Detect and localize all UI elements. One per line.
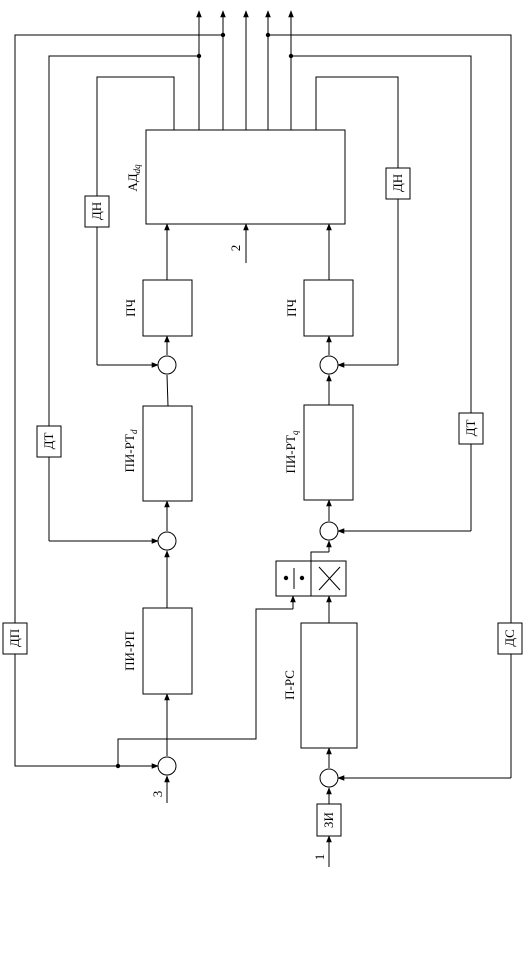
summing-junction [157, 531, 177, 551]
speed-feedback-line [265, 32, 512, 781]
input-3-label: 3 [150, 791, 165, 798]
voltage-sensor-left-label: ДН [89, 202, 104, 220]
current-regulator-q-label: ПИ-РТ [283, 435, 298, 473]
summing-junction [157, 756, 177, 776]
voltage-q-feedback-line [315, 76, 399, 368]
converter-d-label: ПЧ [123, 299, 138, 317]
converter-d-block: ПЧ [123, 279, 193, 337]
divide-icon [283, 575, 289, 581]
current-sensor-right: ДТ [458, 412, 484, 445]
current-sensor-right-label: ДТ [463, 420, 478, 437]
motor-block: АДdq [125, 129, 346, 225]
current-d-feedback-line [48, 53, 202, 544]
input-1-label: 1 [312, 854, 327, 861]
current-sensor-left-label: ДТ [41, 433, 56, 450]
divide-icon [299, 575, 305, 581]
q-channel-forward-lines [243, 223, 332, 867]
voltage-sensor-right-label: ДН [390, 174, 405, 192]
current-regulator-q-block: ПИ-РТq [283, 404, 354, 501]
speed-sensor: ДС [497, 622, 523, 655]
position-regulator-block: ПИ-РП [122, 607, 193, 695]
position-feedback-line [14, 32, 226, 769]
svg-text:ПИ-РТq: ПИ-РТq [283, 430, 300, 473]
voltage-sensor-right: ДН [385, 167, 411, 200]
current-regulator-d-block: ПИ-РТd [122, 405, 193, 502]
motor-output-lines [196, 10, 294, 130]
summing-junction [319, 521, 339, 541]
junction-dot [196, 53, 202, 59]
current-regulator-d-label: ПИ-РТ [122, 434, 137, 472]
current-q-feedback-line [288, 53, 472, 534]
position-sensor-label: ДП [7, 629, 22, 647]
converter-q-label: ПЧ [284, 299, 299, 317]
setpoint-generator-block: ЗИ [316, 803, 342, 837]
multiply-icon [318, 566, 341, 591]
input-2-label: 2 [228, 245, 243, 252]
speed-regulator-label: П-РС [282, 670, 297, 700]
d-channel-forward-lines [117, 223, 296, 803]
speed-sensor-label: ДС [502, 629, 517, 647]
summing-junction [157, 355, 177, 375]
summing-junctions [157, 355, 339, 788]
voltage-sensor-left: ДН [84, 195, 110, 228]
position-regulator-label: ПИ-РП [122, 631, 137, 671]
summing-junction [319, 768, 339, 788]
summing-junction [319, 355, 339, 375]
junction-dot [220, 32, 226, 38]
junction-dot [265, 32, 271, 38]
converter-q-block: ПЧ [284, 279, 354, 337]
motor-subscript: dq [132, 164, 142, 174]
svg-text:ПИ-РТd: ПИ-РТd [122, 429, 139, 472]
position-sensor: ДП [2, 622, 28, 655]
setpoint-generator-label: ЗИ [321, 812, 336, 828]
motor-label: АД [125, 173, 140, 191]
current-sensor-left: ДТ [36, 425, 62, 458]
junction-dot [288, 53, 294, 59]
divider-multiplier-block [275, 560, 347, 597]
current-regulator-d-subscript: d [129, 429, 139, 434]
speed-regulator-block: П-РС [282, 622, 358, 749]
svg-text:АДdq: АДdq [125, 164, 142, 192]
current-regulator-q-subscript: q [290, 430, 300, 435]
